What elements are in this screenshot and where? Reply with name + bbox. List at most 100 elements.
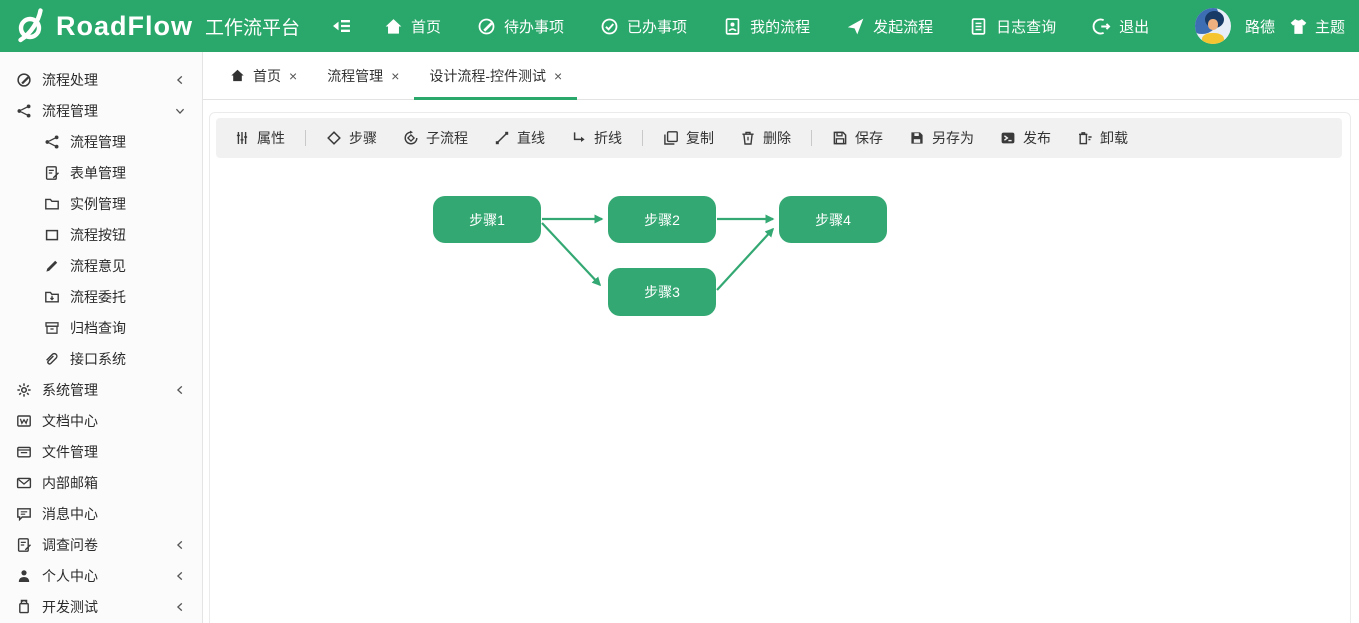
nav-todo[interactable]: 待办事项 <box>477 16 564 37</box>
toolbar-copy-button[interactable]: 复制 <box>663 128 714 148</box>
tab-flow-management[interactable]: 流程管理 × <box>312 52 414 99</box>
menu-fold-icon <box>330 15 352 37</box>
nav-home-label: 首页 <box>411 18 442 36</box>
sidebar-item-survey[interactable]: 调查问卷 <box>0 529 202 560</box>
flow-node-step4[interactable]: 步骤4 <box>779 196 887 243</box>
nav-home[interactable]: 首页 <box>384 16 441 37</box>
avatar-shirt <box>1201 33 1224 44</box>
folder-arrow-icon <box>44 289 60 305</box>
sidebar-subitem-flow-management[interactable]: 流程管理 <box>0 126 202 157</box>
document-person-icon <box>723 17 742 36</box>
send-icon <box>846 17 865 36</box>
toolbar-divider <box>305 130 306 146</box>
nav-done[interactable]: 已办事项 <box>600 16 687 37</box>
theme-button[interactable]: 主题 <box>1289 16 1345 37</box>
folder-lines-icon <box>16 444 32 460</box>
mail-icon <box>16 475 32 491</box>
nav-done-label: 已办事项 <box>627 18 688 36</box>
share-icon <box>16 103 32 119</box>
sidebar-item-label: 表单管理 <box>70 164 126 181</box>
sliders-icon <box>234 130 250 146</box>
sidebar-item-internal-mail[interactable]: 内部邮箱 <box>0 467 202 498</box>
toolbar-label: 属性 <box>257 130 285 146</box>
document-edit-icon <box>16 537 32 553</box>
sidebar-item-label: 流程意见 <box>70 257 126 274</box>
sidebar-item-label: 流程管理 <box>70 133 126 150</box>
sidebar-item-personal-center[interactable]: 个人中心 <box>0 560 202 591</box>
sidebar-item-dev-test[interactable]: 开发测试 <box>0 591 202 622</box>
sidebar-item-label: 归档查询 <box>70 319 126 336</box>
sidebar-subitem-form-management[interactable]: 表单管理 <box>0 157 202 188</box>
sidebar-item-flow-management[interactable]: 流程管理 <box>0 95 202 126</box>
sidebar-collapse-button[interactable] <box>330 15 352 37</box>
avatar-face <box>1207 19 1218 30</box>
toolbar-unload-button[interactable]: 卸载 <box>1077 128 1128 148</box>
flow-node-step3[interactable]: 步骤3 <box>608 268 716 316</box>
nav-my-flows-label: 我的流程 <box>750 18 811 36</box>
sidebar-subitem-flow-opinions[interactable]: 流程意见 <box>0 250 202 281</box>
chevron-left-icon <box>174 539 186 551</box>
nav-start-flow-label: 发起流程 <box>873 18 934 36</box>
username[interactable]: 路德 <box>1244 18 1275 36</box>
tab-home[interactable]: 首页 × <box>215 52 312 99</box>
toolbar-label: 步骤 <box>349 130 377 146</box>
nav-todo-label: 待办事项 <box>504 18 565 36</box>
tshirt-icon <box>1289 17 1308 36</box>
sidebar-item-file-management[interactable]: 文件管理 <box>0 436 202 467</box>
sidebar-item-flow-process[interactable]: 流程处理 <box>0 64 202 95</box>
flow-node-step2[interactable]: 步骤2 <box>608 196 716 243</box>
flow-node-step1[interactable]: 步骤1 <box>433 196 541 243</box>
tab-close-button[interactable]: × <box>391 67 400 84</box>
toolbar-label: 另存为 <box>932 130 974 146</box>
roadflow-logo-icon <box>14 8 50 44</box>
nav-logout[interactable]: 退出 <box>1092 16 1149 37</box>
save-as-icon <box>909 130 925 146</box>
toolbar-step-button[interactable]: 步骤 <box>326 128 377 148</box>
sidebar-item-label: 文件管理 <box>42 443 98 460</box>
sidebar-item-system-management[interactable]: 系统管理 <box>0 374 202 405</box>
theme-label: 主题 <box>1314 18 1345 36</box>
toolbar-label: 直线 <box>517 130 545 146</box>
nav-logout-label: 退出 <box>1119 18 1150 36</box>
brand-logo[interactable]: RoadFlow 工作流平台 <box>14 8 300 44</box>
edge-step1-step3[interactable] <box>541 222 602 287</box>
toolbar-publish-button[interactable]: 发布 <box>1000 128 1051 148</box>
publish-icon <box>1000 130 1016 146</box>
sidebar-subitem-instance-management[interactable]: 实例管理 <box>0 188 202 219</box>
toolbar-save-button[interactable]: 保存 <box>832 128 883 148</box>
toolbar-delete-button[interactable]: 删除 <box>740 128 791 148</box>
tab-close-button[interactable]: × <box>554 67 563 84</box>
sidebar-subitem-archive-query[interactable]: 归档查询 <box>0 312 202 343</box>
sidebar-subitem-flow-buttons[interactable]: 流程按钮 <box>0 219 202 250</box>
usb-icon <box>16 599 32 615</box>
nav-my-flows[interactable]: 我的流程 <box>723 16 810 37</box>
nav-log-query[interactable]: 日志查询 <box>969 16 1056 37</box>
toolbar-label: 折线 <box>594 130 622 146</box>
toolbar-polyline-button[interactable]: 折线 <box>571 128 622 148</box>
tab-close-button[interactable]: × <box>289 67 298 84</box>
sidebar-subitem-interface-system[interactable]: 接口系统 <box>0 343 202 374</box>
chevron-left-icon <box>174 601 186 613</box>
toolbar-label: 保存 <box>855 130 883 146</box>
tab-design-flow-control-test[interactable]: 设计流程-控件测试 × <box>414 52 578 100</box>
sidebar: 流程处理 流程管理 流程管理 表单管理 实例管理 流程 <box>0 52 203 623</box>
sidebar-item-document-center[interactable]: 文档中心 <box>0 405 202 436</box>
document-lines-icon <box>969 17 988 36</box>
sidebar-item-label: 内部邮箱 <box>42 474 98 491</box>
sidebar-item-label: 调查问卷 <box>42 536 98 553</box>
home-icon <box>384 17 403 36</box>
header-nav: 首页 待办事项 已办事项 我的流程 发起流程 日志查询 <box>384 16 1149 37</box>
user-avatar[interactable] <box>1194 8 1231 44</box>
flow-design-canvas[interactable]: 步骤1 步骤2 步骤3 步骤4 <box>210 163 1350 623</box>
sidebar-item-message-center[interactable]: 消息中心 <box>0 498 202 529</box>
toolbar-straight-line-button[interactable]: 直线 <box>494 128 545 148</box>
toolbar-label: 卸载 <box>1100 130 1128 146</box>
toolbar-save-as-button[interactable]: 另存为 <box>909 128 974 148</box>
edge-step3-step4[interactable] <box>716 227 775 291</box>
toolbar-subflow-button[interactable]: 子流程 <box>403 128 468 148</box>
save-icon <box>832 130 848 146</box>
nav-start-flow[interactable]: 发起流程 <box>846 16 933 37</box>
toolbar-properties-button[interactable]: 属性 <box>234 128 285 148</box>
sidebar-subitem-flow-delegation[interactable]: 流程委托 <box>0 281 202 312</box>
header-right: 路德 主题 <box>1194 8 1345 44</box>
